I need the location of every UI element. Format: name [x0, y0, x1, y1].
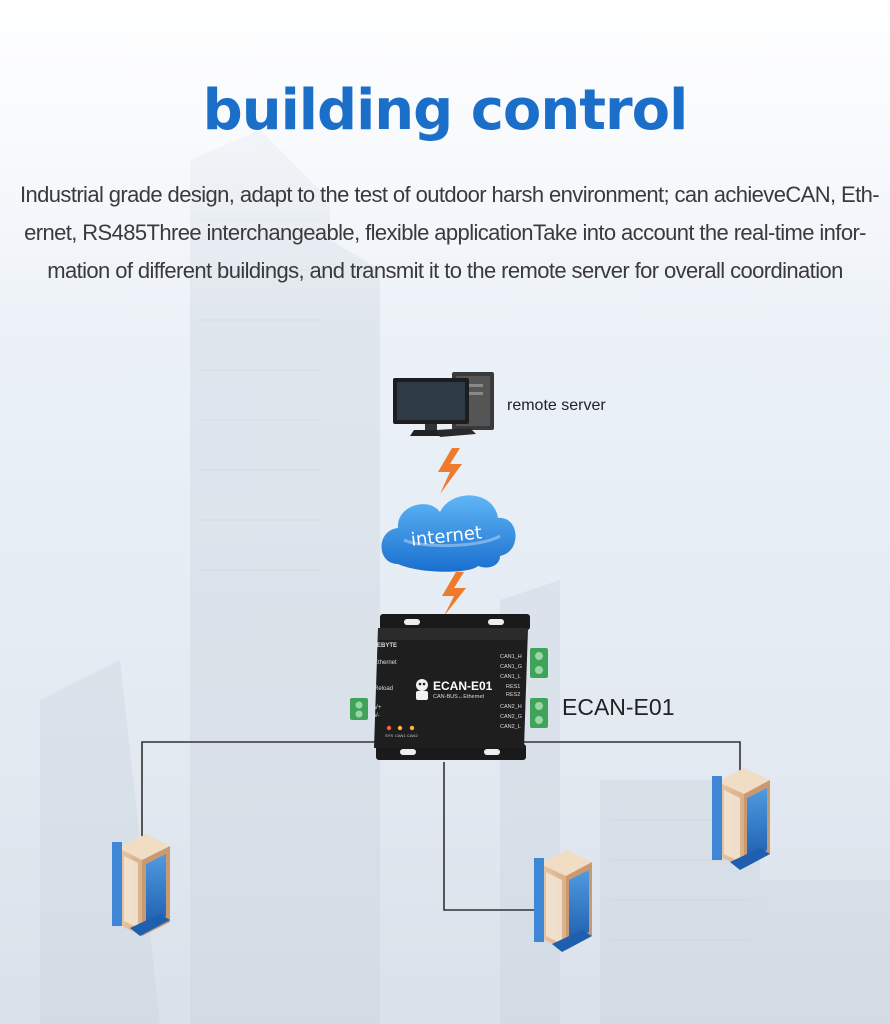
lightning-icon — [442, 572, 466, 616]
device-port-label: CAN1_L — [500, 674, 521, 680]
description-line-1: Industrial grade design, adapt to the te… — [20, 182, 880, 207]
device-port-label: CAN2_G — [500, 714, 522, 720]
device-port-label: V- — [374, 713, 380, 719]
network-wires — [141, 741, 741, 911]
device-brand: EBYTE — [377, 643, 397, 649]
page-title: building control — [202, 78, 689, 143]
description-line-3: mation of different buildings, and trans… — [47, 258, 843, 283]
description-line-2: ernet, RS485Three interchangeable, flexi… — [24, 220, 866, 245]
device-port-label: CAN1_H — [500, 654, 522, 660]
device-port-label: CAN2_L — [500, 724, 521, 730]
page-description: Industrial grade design, adapt to the te… — [20, 176, 880, 290]
building-icon — [534, 850, 592, 952]
building-icon — [712, 768, 770, 870]
device-port-label: V+ — [374, 705, 382, 711]
device-port-label: CAN2_H — [500, 704, 522, 710]
cloud-icon — [381, 495, 516, 572]
device-label: ECAN-E01 — [562, 694, 674, 720]
lightning-icon — [438, 448, 462, 494]
device-led-label: CAN1 — [395, 733, 406, 738]
device-model: ECAN-E01 — [433, 679, 493, 693]
ecan-device — [350, 614, 548, 760]
device-port-label: CAN1_G — [500, 664, 522, 670]
device-port-label: Ethernet — [374, 660, 397, 666]
server-label: remote server — [507, 397, 606, 414]
device-port-label: RES2 — [506, 692, 520, 698]
building-icon — [112, 834, 170, 936]
computer-icon — [393, 372, 494, 437]
device-led-label: SYS — [385, 733, 393, 738]
device-led-label: CAN2 — [407, 733, 418, 738]
device-port-label: Reload — [374, 686, 393, 692]
device-port-label: RES1 — [506, 684, 520, 690]
device-subtitle: CAN-BUS↔Ethernet — [433, 694, 485, 700]
